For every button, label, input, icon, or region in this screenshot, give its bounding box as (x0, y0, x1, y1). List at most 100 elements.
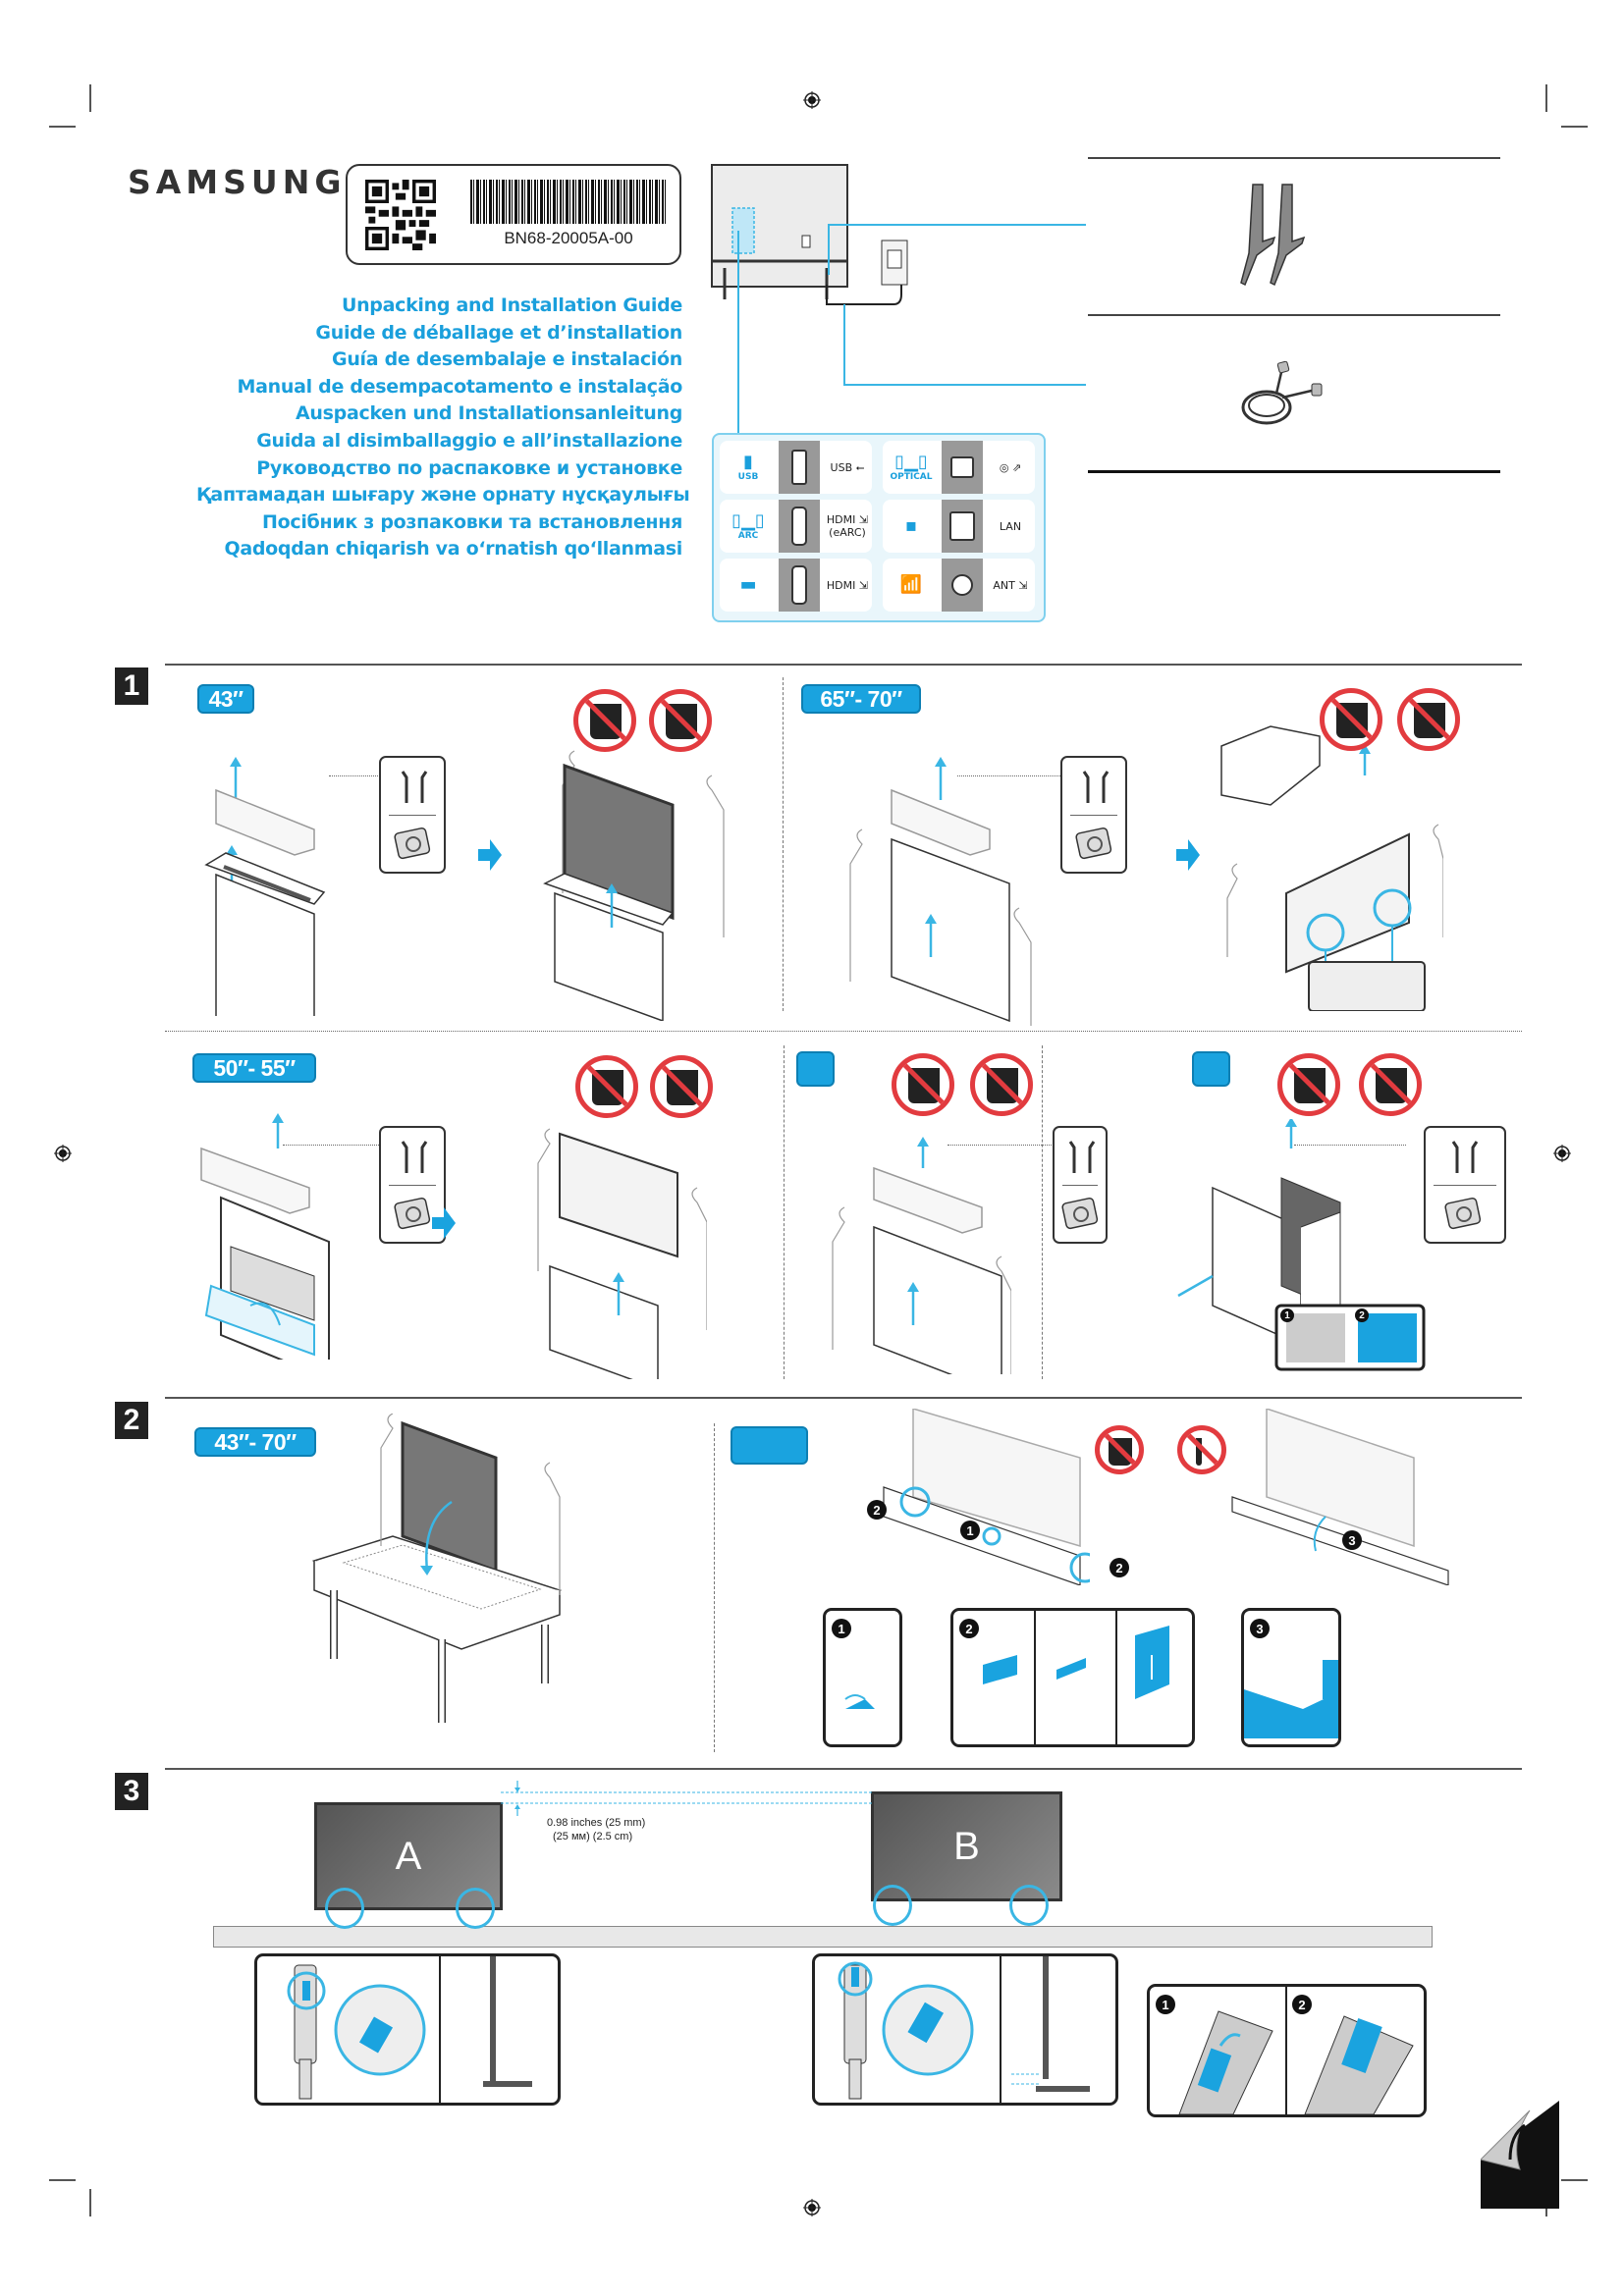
hdmi-port-icon (779, 559, 820, 612)
unpacking-illustration-variant-2 (1177, 1119, 1426, 1371)
leader-line (957, 775, 1060, 776)
detail-box-1: 1 (823, 1608, 902, 1747)
stand-detail-a (254, 1953, 561, 2106)
crop-mark (89, 84, 91, 112)
no-touching-screen-icon (1359, 1053, 1422, 1116)
accessory-box (379, 756, 446, 874)
crop-mark (89, 2189, 91, 2216)
no-touching-screen-icon (650, 1055, 713, 1118)
step-detail-number: 2 (1355, 1308, 1369, 1322)
leader-line (329, 775, 378, 776)
usb-port-icon (779, 441, 820, 494)
dimension-line-1: 0.98 inches (25 mm) (547, 1817, 646, 1829)
step-detail-number: 2 (867, 1500, 887, 1520)
step-detail-number: 2 (1292, 1995, 1312, 2014)
port-lan: ▪ LAN (883, 500, 1035, 553)
title-en: Unpacking and Installation Guide (341, 294, 682, 316)
stand-legs-icon (1451, 1141, 1479, 1173)
guide-titles: Unpacking and Installation Guide Guide d… (196, 293, 690, 563)
lifting-tv-illustration-65-70 (1220, 725, 1443, 1011)
lifting-tv-illustration-43 (543, 750, 725, 1021)
title-uz: Qadoqdan chiqarish va o‘rnatish qo‘llanm… (224, 538, 683, 561)
power-cord-bag-icon (394, 1197, 431, 1230)
height-dimension-text: 0.98 inches (25 mm) (25 мм) (2.5 cm) (547, 1816, 645, 1843)
no-pressing-screen-icon (1095, 1425, 1144, 1474)
stand-legs-icon (1082, 771, 1110, 803)
power-cord-bag-icon (394, 827, 431, 860)
title-de: Auspacken und Installationsanleitung (296, 402, 682, 425)
accessory-box (1060, 756, 1127, 874)
unpacking-illustration-variant-1 (832, 1137, 1011, 1374)
size-tag-65-70: 65″- 70″ (801, 684, 921, 714)
tv-position-b: B (871, 1791, 1062, 1901)
title-es: Guía de desembalaje e instalación (332, 348, 682, 371)
crop-mark (49, 126, 76, 128)
section-subdivider (165, 1031, 1522, 1032)
stand-legs-icon (401, 1141, 428, 1173)
stand-foot-highlight (1009, 1885, 1049, 1926)
qr-code-icon (365, 180, 436, 250)
port-device-label: OPTICAL (890, 472, 933, 482)
panel-divider (784, 1045, 785, 1379)
power-cord-icon (1241, 360, 1323, 425)
accessory-box (1424, 1126, 1506, 1244)
port-antenna: 📶 ANT ⇲ (883, 559, 1035, 612)
stand-bracket-illustration (287, 1964, 426, 2100)
size-tag-50-55: 50″- 55″ (192, 1053, 316, 1083)
hdmi-port-icon (779, 500, 820, 553)
lifting-tv-illustration-50-55 (537, 1128, 707, 1379)
title-uk: Посібник з розпаковки та встановлення (262, 510, 682, 533)
port-label: HDMI ⇲ (eARC) (826, 513, 869, 539)
accessory-box (1053, 1126, 1108, 1244)
no-touching-screen-icon (649, 689, 712, 752)
stand-side-view-illustration (483, 1956, 532, 2087)
title-it: Guida al disimballaggio e all’installazi… (256, 429, 682, 452)
unpacking-illustration-43 (204, 757, 326, 1016)
no-touching-screen-icon (970, 1053, 1033, 1116)
title-kk: Қаптамадан шығару және орнату нұсқаулығы (196, 484, 690, 507)
stand-legs-icon (1068, 1141, 1096, 1173)
antenna-tower-icon: 📶 (899, 574, 923, 595)
stand-detail-b (812, 1953, 1118, 2106)
port-optical: ▯▁▯OPTICAL ◎ ⇗ (883, 441, 1035, 494)
panel-divider (783, 677, 784, 1011)
set-top-box-icon: ▬ (739, 574, 757, 595)
size-tag-blank-2 (1192, 1051, 1230, 1087)
crop-mark (1561, 2179, 1588, 2181)
speakers-icon: ▯▁▯OPTICAL (890, 452, 933, 483)
connection-ports-panel: ▮USB USB ⭠ ▯▁▯OPTICAL ◎ ⇗ ▯▁▯ARC HDMI ⇲ … (712, 433, 1046, 622)
unpacking-illustration-65-70 (849, 757, 1032, 1026)
no-pressing-screen-icon (573, 689, 636, 752)
stand-side-view-illustration (1011, 1956, 1090, 2092)
dimension-line-2: (25 мм) (2.5 cm) (553, 1831, 633, 1842)
stand-foot-highlight (456, 1888, 495, 1929)
handle-panel-illustration (1135, 1626, 1169, 1699)
port-hdmi: ▬ HDMI ⇲ (720, 559, 872, 612)
step-number: 3 (115, 1773, 148, 1810)
step-detail-number: 1 (832, 1619, 851, 1638)
port-label: ◎ ⇗ (999, 460, 1022, 474)
stand-lock-detail: 1 2 (1147, 1984, 1427, 2117)
step-detail-number: 3 (1250, 1619, 1270, 1638)
panel-divider (714, 1423, 715, 1752)
no-touching-screen-icon (1397, 688, 1460, 751)
no-heat-source-icon (1177, 1425, 1226, 1474)
shelf (213, 1926, 1433, 1948)
lock-slide-illustration (1178, 2010, 1273, 2114)
panel-divider (1042, 1045, 1043, 1379)
stand-foot-highlight (325, 1888, 364, 1929)
registration-mark-icon (54, 1145, 72, 1162)
tv-rear-diagram (711, 164, 1086, 442)
power-cord-bag-icon (1061, 1197, 1099, 1230)
height-dimension-indicator (501, 1781, 872, 1816)
no-pressing-screen-icon (1277, 1053, 1340, 1116)
arrow-right-icon (432, 1207, 456, 1239)
packaging-removal-illustration-1 (883, 1409, 1090, 1585)
flap-illustration (844, 1694, 875, 1709)
port-device-label: USB (737, 472, 759, 482)
soundbar-icon: ▯▁▯ARC (731, 510, 765, 542)
stand-legs-icon (1240, 184, 1306, 287)
crop-mark (1561, 126, 1588, 128)
product-label: BN68-20005A-00 (346, 164, 681, 265)
stand-legs-icon (401, 771, 428, 803)
